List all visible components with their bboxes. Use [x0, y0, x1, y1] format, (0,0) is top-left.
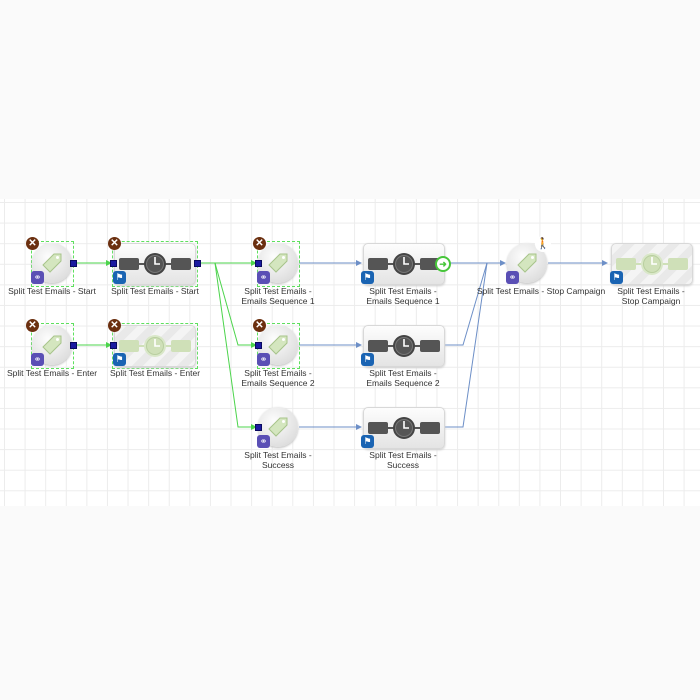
- flag-icon: ⚑: [610, 271, 623, 284]
- tag-badge-icon: ⚭: [257, 435, 270, 448]
- wait-node-seq2[interactable]: [363, 325, 445, 367]
- delete-icon[interactable]: ✕: [253, 237, 266, 250]
- delete-icon[interactable]: ✕: [253, 319, 266, 332]
- tag-badge-icon: ⚭: [257, 271, 270, 284]
- go-arrow-icon: ➜: [435, 256, 451, 272]
- output-port[interactable]: [70, 342, 77, 349]
- link: [444, 262, 488, 346]
- input-port[interactable]: [110, 342, 117, 349]
- wait-node-seq1[interactable]: [363, 243, 445, 285]
- node-label: Split Test Emails -Emails Sequence 1: [366, 286, 440, 306]
- tag-badge-icon: ⚭: [257, 353, 270, 366]
- output-port[interactable]: [70, 260, 77, 267]
- node-label: Split Test Emails - Start: [111, 286, 199, 296]
- node-label: Split Test Emails -Emails Sequence 2: [241, 368, 315, 388]
- node-label: Split Test Emails -Success: [369, 450, 437, 470]
- delete-icon[interactable]: ✕: [108, 237, 121, 250]
- flag-icon: ⚑: [361, 353, 374, 366]
- node-label: Split Test Emails - Enter: [109, 368, 201, 378]
- node-label: Split Test Emails -Emails Sequence 2: [366, 368, 440, 388]
- flag-icon: ⚑: [113, 271, 126, 284]
- link: [444, 262, 488, 428]
- walking-person-icon: 🚶: [535, 236, 551, 252]
- node-label: Split Test Emails -Emails Sequence 1: [241, 286, 315, 306]
- flag-icon: ⚑: [361, 271, 374, 284]
- wait-node-enter[interactable]: [114, 325, 196, 367]
- flag-icon: ⚑: [113, 353, 126, 366]
- input-port[interactable]: [255, 260, 262, 267]
- link: [214, 262, 257, 348]
- node-label: Split Test Emails - Start: [8, 286, 96, 296]
- tag-node-success[interactable]: [258, 407, 298, 447]
- wait-node-stop[interactable]: [611, 243, 693, 285]
- input-port[interactable]: [110, 260, 117, 267]
- node-label: Split Test Emails -Stop Campaign: [617, 286, 685, 306]
- input-port[interactable]: [255, 424, 262, 431]
- input-port[interactable]: [255, 342, 262, 349]
- delete-icon[interactable]: ✕: [26, 237, 39, 250]
- link: [214, 262, 257, 430]
- flag-icon: ⚑: [361, 435, 374, 448]
- tag-badge-icon: ⚭: [506, 271, 519, 284]
- tag-badge-icon: ⚭: [31, 353, 44, 366]
- node-label: Split Test Emails - Stop Campaign: [476, 286, 606, 296]
- wait-node-start[interactable]: [114, 243, 196, 285]
- wait-node-success[interactable]: [363, 407, 445, 449]
- tag-badge-icon: ⚭: [31, 271, 44, 284]
- node-label: Split Test Emails -Success: [244, 450, 312, 470]
- delete-icon[interactable]: ✕: [108, 319, 121, 332]
- output-port[interactable]: [194, 260, 201, 267]
- delete-icon[interactable]: ✕: [26, 319, 39, 332]
- node-label: Split Test Emails - Enter: [6, 368, 98, 378]
